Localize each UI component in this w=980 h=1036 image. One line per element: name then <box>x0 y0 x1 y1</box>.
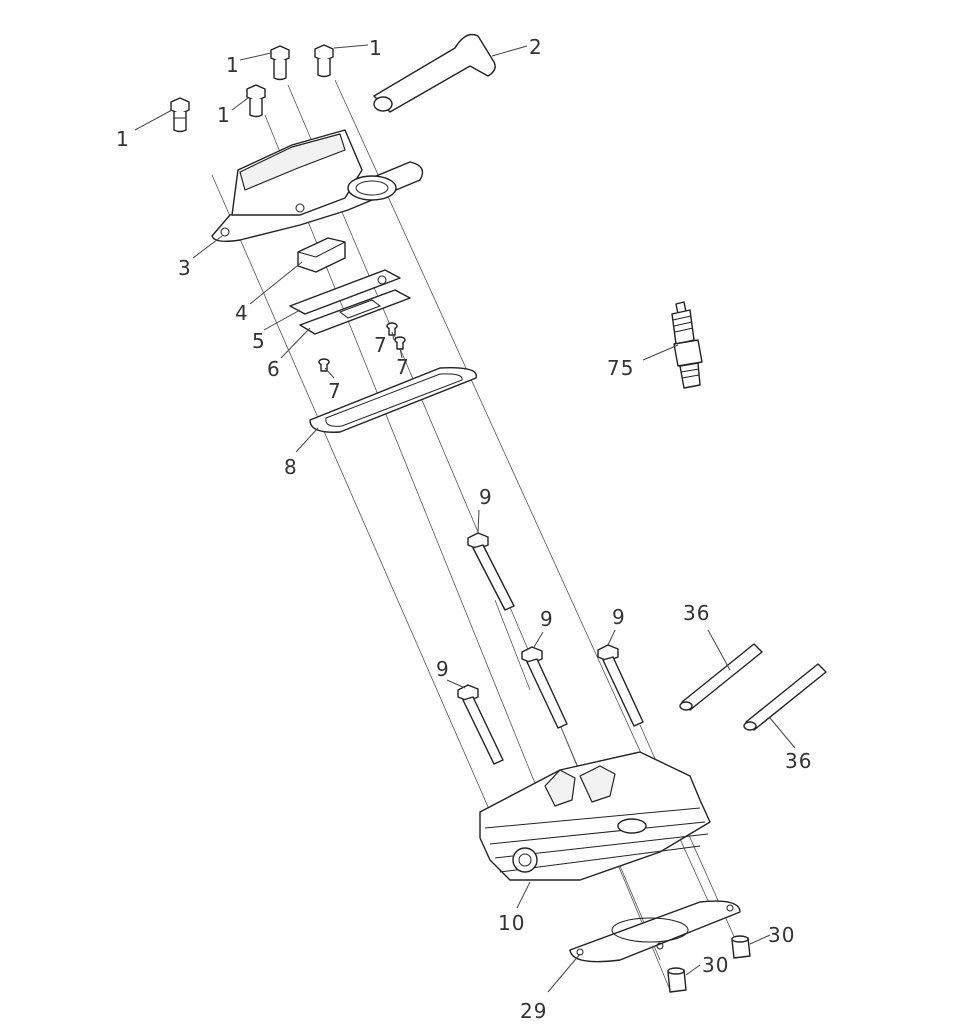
callout-2: 2 <box>529 35 543 59</box>
callout-8: 8 <box>284 455 298 479</box>
head-bolt-part-9-d <box>457 684 504 765</box>
reed-plate-part-5 <box>289 269 401 315</box>
dowel-part-30-b <box>731 935 751 959</box>
dowel-pin-part-36-b <box>743 663 827 731</box>
callout-10: 10 <box>498 911 525 935</box>
head-bolt-part-9-c <box>597 644 644 727</box>
callout-9-c: 9 <box>612 605 626 629</box>
spark-plug-part-75 <box>671 301 703 389</box>
callout-4: 4 <box>235 301 249 325</box>
callout-1-c: 1 <box>226 53 240 77</box>
valve-cover-part-3 <box>211 129 424 243</box>
callout-3: 3 <box>178 256 192 280</box>
leader-lines <box>134 44 796 993</box>
gasket-plate-part-6 <box>299 289 411 335</box>
screw-part-7-c <box>394 336 406 350</box>
breather-tube-part-2 <box>373 33 496 113</box>
head-bolt-part-9-a <box>467 532 515 611</box>
callout-6: 6 <box>267 357 281 381</box>
callout-36-a: 36 <box>683 601 710 625</box>
head-bolt-part-9-b <box>521 646 568 729</box>
bolt-part-1-b <box>246 84 266 118</box>
callout-9-a: 9 <box>479 485 493 509</box>
callout-5: 5 <box>252 329 266 353</box>
callout-9-d: 9 <box>436 657 450 681</box>
cover-gasket-part-8 <box>309 367 478 433</box>
callout-9-b: 9 <box>540 607 554 631</box>
callout-36-b: 36 <box>785 749 812 773</box>
bolt-part-1-d <box>314 44 334 78</box>
callout-7-b: 7 <box>374 333 388 357</box>
dowel-pin-part-36-a <box>679 643 763 711</box>
callout-30-b: 30 <box>702 953 729 977</box>
callout-30-a: 30 <box>768 923 795 947</box>
baffle-block-part-4 <box>297 237 346 273</box>
callout-29: 29 <box>520 999 547 1023</box>
dowel-part-30-a <box>667 967 687 993</box>
callout-1-b: 1 <box>217 103 231 127</box>
callout-7-a: 7 <box>328 379 342 403</box>
screw-part-7-b <box>386 322 398 336</box>
screw-part-7-a <box>318 358 330 372</box>
bolt-part-1-c <box>270 45 290 81</box>
callout-1-a: 1 <box>116 127 130 151</box>
bolt-part-1-a <box>170 97 190 133</box>
callout-75: 75 <box>607 356 634 380</box>
cylinder-head-part-10 <box>479 751 711 881</box>
callout-labels: 1 1 1 1 2 3 4 5 6 7 7 7 75 8 9 9 9 9 36 … <box>116 35 812 1023</box>
callout-1-d: 1 <box>369 36 383 60</box>
callout-7-c: 7 <box>396 355 410 379</box>
